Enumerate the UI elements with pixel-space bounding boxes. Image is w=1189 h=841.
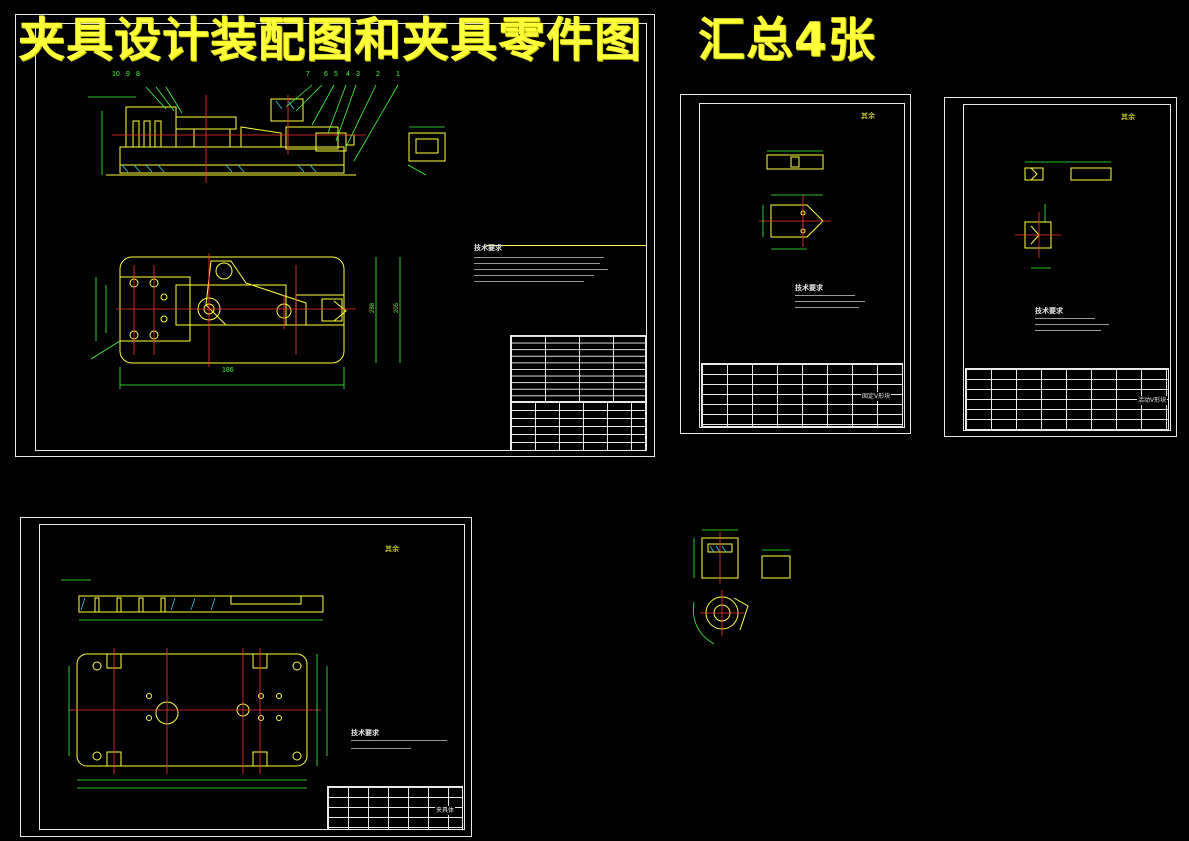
- part-a-rough: 其余: [861, 112, 875, 120]
- base-plate-rough: 其余: [385, 545, 399, 553]
- assembly-sheet[interactable]: 10 9 8 7 6 5 4 3 2 1 186 288 205 技术要求: [15, 14, 655, 457]
- base-plate-views: [61, 579, 328, 789]
- callout-9: 9: [126, 71, 130, 78]
- part-a-views: [759, 150, 831, 250]
- drawing-set-banner: 夹具设计装配图和夹具零件图 汇总4张: [18, 10, 1178, 72]
- base-plate-title: 夹具体: [435, 806, 456, 815]
- part-b-title-block: [965, 368, 1169, 430]
- callout-8: 8: [136, 71, 140, 78]
- callout-7: 7: [306, 71, 310, 78]
- callout-6: 6: [324, 71, 328, 78]
- part-b-sheet[interactable]: 其余 技术要求 活动V形块: [944, 97, 1177, 437]
- base-plate-notes-heading: 技术要求: [351, 729, 379, 737]
- callout-1: 1: [396, 71, 400, 78]
- callout-4: 4: [346, 71, 350, 78]
- part-b-title: 活动V形块: [1137, 396, 1168, 405]
- part-a-notes-heading: 技术要求: [795, 284, 823, 292]
- banner-title: 夹具设计装配图和夹具零件图: [18, 13, 642, 68]
- callout-2: 2: [376, 71, 380, 78]
- base-plate-inner-frame: [39, 524, 465, 830]
- part-b-views: [1015, 161, 1112, 269]
- part-a-inner-frame: [699, 103, 905, 428]
- base-plate-sheet[interactable]: 其余: [20, 517, 472, 837]
- assembly-front-view: [88, 84, 646, 389]
- part-a-sheet[interactable]: 其余 技术要求 固定V形块: [680, 94, 911, 434]
- part-b-inner-frame: [963, 104, 1171, 431]
- banner-count: 汇总4张: [698, 13, 876, 68]
- assembly-inner-frame: [35, 23, 647, 451]
- part-a-title: 固定V形块: [861, 392, 892, 401]
- assembly-notes-heading: 技术要求: [474, 244, 502, 252]
- dim-length: 186: [222, 367, 234, 374]
- callout-10: 10: [112, 71, 120, 78]
- part-b-notes-heading: 技术要求: [1035, 307, 1063, 315]
- callout-3: 3: [356, 71, 360, 78]
- assembly-title-block: [510, 401, 646, 451]
- callout-5: 5: [334, 71, 338, 78]
- part-b-rough: 其余: [1121, 113, 1135, 121]
